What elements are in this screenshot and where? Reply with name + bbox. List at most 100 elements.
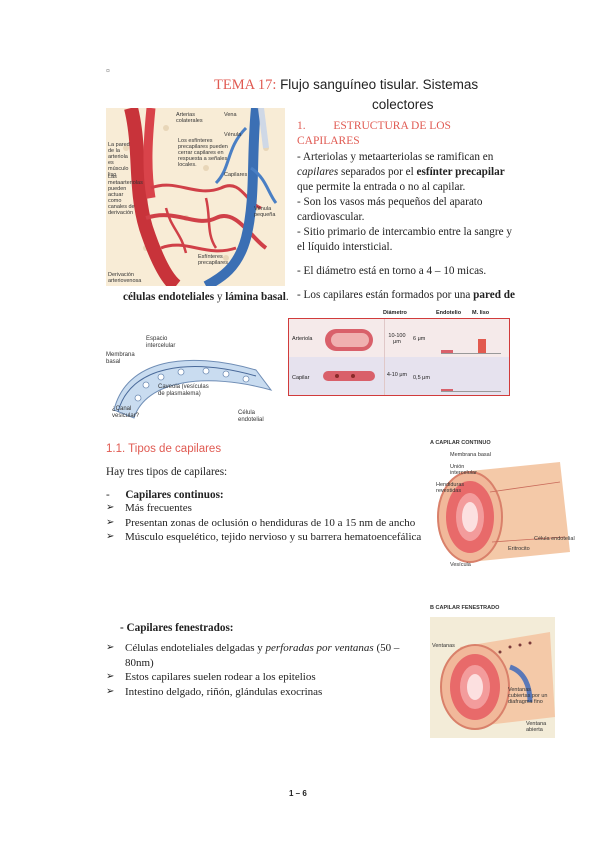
label-esfinteres: Los esfínteres precapilares pueden cerra… [178,138,228,168]
label-vesicula: Vesícula [450,562,471,568]
vessel-comparison-figure: Diámetro Endotelio M. liso Arteriola Cap… [288,310,510,396]
list-item: ➢ Intestino delgado, riñón, glándulas exo… [106,685,406,700]
fenestrado-title: CAPILAR FENESTRADO [435,605,500,611]
p1-italic: capilares [297,166,339,178]
list-item-text-b: (50 – 80nm) [125,642,400,669]
p5-mid: y [214,291,226,303]
label-celula-endotelial-a: Célula endotelial [534,536,575,542]
p5-end: . [285,291,289,303]
arrow-bullet-icon: ➢ [106,642,115,653]
fenestrated-capillary-figure: B CAPILAR FENESTRADO Ventanas Ventanas c… [430,603,555,738]
fenestrado-caption: B CAPILAR FENESTRADO [430,605,499,611]
title-text: Flujo sanguíneo tisular. Sistemas [280,77,479,92]
fenestrated-capillary-illustration [430,617,555,738]
list-item-text: Células endoteliales delgadas y [125,642,266,654]
p1-bold: esfínter precapilar [416,166,505,178]
title-text-2: colectores [372,97,434,112]
endo-arteriola: 6 μm [413,336,426,342]
section-1-heading: 1. ESTRUCTURA DE LOS CAPILARES [297,119,517,149]
header-endotelio: Endotelio [436,310,462,316]
p1-text-a: - Arteriolas y metaarteriolas se ramific… [297,151,494,163]
capillary-bed-figure: Arterias colaterales Vena Vénula La pare… [106,106,285,292]
row-name-capilar: Capilar [292,375,310,381]
section-1-1-intro: Hay tres tipos de capilares: [106,466,228,478]
diam-arteriola: 10-100 μm [388,333,406,345]
label-ventanas-cubiertas: Ventanas cubiertas por un diafragma fino [508,687,548,705]
section-1-title-2: CAPILARES [297,135,360,147]
header-diametro: Diámetro [383,310,407,316]
list-item-italic: perforadas por ventanas [265,642,374,654]
paragraph-3: - Sitio primario de intercambio entre la… [297,226,512,253]
list-item: ➢Músculo esquelético, tejido nervioso y … [106,530,426,545]
label-pared: La pared de la arteriola es músculo liso [108,142,130,178]
continuo-title: CAPILAR CONTINUO [435,440,491,446]
corner-mark: ¤ [106,68,110,75]
vessel-drawings [323,329,375,381]
label-arterias: Arterias colaterales [176,112,203,124]
section-1-number: 1. [297,120,306,132]
continuos-list: ➢ Más frecuentes ➢Presentan zonas de oclu… [106,501,426,545]
fenestrados-heading: - Capilares fenestrados: [120,622,234,634]
label-caveola: Caveola (vesículas de plasmalema) [158,384,209,397]
list-item-text: Estos capilares suelen rodear a los epit… [125,671,316,683]
list-item: ➢ Estos capilares suelen rodear a los epi… [106,670,406,685]
fenestrados-list: ➢ Células endoteliales delgadas y perfora… [106,641,406,699]
continuous-capillary-figure: A CAPILAR CONTINUO Membrana basal Unión … [430,440,575,570]
header-musculo: M. liso [472,310,490,316]
capillary-wall-figure: Espacio intercelular Membrana basal Cave… [106,330,276,430]
row-name-arteriola: Arteriola [292,336,313,342]
bar-endo-capilar [441,389,453,391]
list-item: ➢ Más frecuentes [106,501,426,516]
capillary-wall-illustration [113,359,273,419]
label-union: Unión intercelular [450,464,477,476]
label-celula-endotelial: Célula endotelial [238,410,264,423]
label-capilares: Capilares [224,172,248,178]
p5-text-a: - Los capilares están formados por una [297,289,474,301]
label-esfinteres-pre: Esfínteres precapilares [198,254,228,266]
label-metaarteriolas: Las metaarteriolas pueden actuar como ca… [108,174,143,216]
continuo-caption: A CAPILAR CONTINUO [430,440,491,446]
bar-endo-arteriola [441,350,453,353]
list-item-text: Intestino delgado, riñón, glándulas exoc… [125,685,323,698]
paragraph-5-line1: - Los capilares están formados por una p… [297,288,517,303]
list-item: ➢Presentan zonas de oclusión o hendidura… [106,516,426,531]
label-vena: Vena [224,112,237,118]
arrow-bullet-icon: ➢ [106,685,115,697]
section-1-1-title: 1.1. Tipos de capilares [106,443,222,455]
comparison-table: Arteriola Capilar 10-100 μm 4-10 μm 6 μm… [288,318,510,396]
continuos-dash: - [106,489,110,501]
p5-bold-1: pared de [473,289,515,301]
bar-musculo-arteriola [478,339,486,353]
label-eritrocito: Eritrocito [508,546,530,552]
label-ventanas: Ventanas [432,643,455,649]
continuous-capillary-illustration [437,462,570,563]
list-item: ➢ Células endoteliales delgadas y perfora… [106,641,406,670]
label-membrana-basal-a: Membrana basal [450,452,491,458]
arrow-bullet-icon: ➢ [106,516,115,528]
section-1-body: - Arteriolas y metaarteriolas se ramific… [297,150,517,303]
paragraph-2: - Son los vasos más pequeños del aparato… [297,196,483,223]
continuos-title: Capilares continuos: [125,489,224,501]
p1-text-c: que permite la entrada o no al capilar. [297,181,466,193]
endo-capilar: 0,5 μm [413,375,430,381]
fenestrado-letter: B [430,605,434,611]
label-derivacion: Derivación arteriovenosa [108,272,142,284]
label-ventana-abierta: Ventana abierta [526,721,547,733]
arrow-bullet-icon: ➢ [106,531,115,542]
list-item-text: Más frecuentes [125,502,192,514]
section-1-title-1: ESTRUCTURA DE LOS [333,120,451,132]
label-venula-pequena: Vénula pequeña [254,206,276,218]
arrow-bullet-icon: ➢ [106,502,115,513]
label-canal: ¿Canal vesicular? [112,406,140,419]
continuo-letter: A [430,440,434,446]
diam-capilar: 4-10 μm [386,372,408,378]
continuos-heading: - Capilares continuos: [106,488,224,503]
arrow-bullet-icon: ➢ [106,671,115,682]
page-title: TEMA 17: Flujo sanguíneo tisular. Sistem… [214,75,514,114]
label-espacio: Espacio intercelular [146,336,176,349]
page-number: 1 – 6 [289,789,307,798]
label-hendiduras: Hendiduras revestidas [436,482,465,494]
capillary-bed-illustration [106,106,285,292]
paragraph-1: - Arteriolas y metaarteriolas se ramific… [297,150,517,195]
p1-text-b: separados por el [338,166,417,178]
